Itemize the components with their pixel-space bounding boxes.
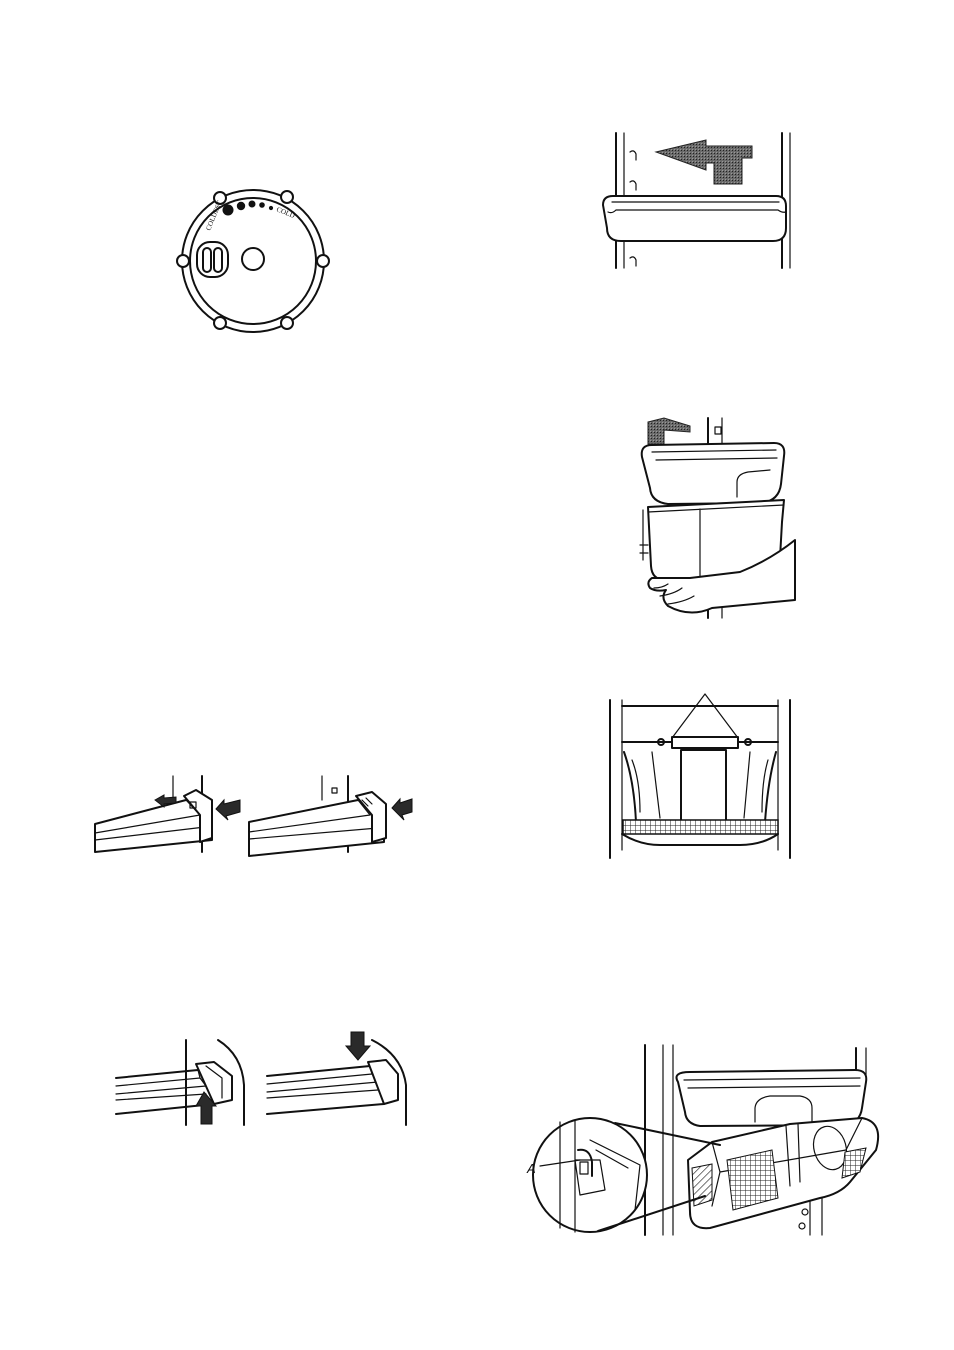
- shelf-endcap-removal-frame-1: [95, 776, 240, 852]
- door-shelf-removal-illustration: [603, 133, 790, 268]
- dial-center-hub: [242, 248, 264, 270]
- door-bin-detail-illustration: A: [526, 1045, 878, 1235]
- pull-out-arrow-icon: [656, 140, 752, 184]
- shelf-rail-install-frame-1: [116, 1040, 244, 1125]
- shelf-endcap-removal-frame-2: [249, 776, 412, 856]
- push-down-arrow-icon: [346, 1032, 370, 1060]
- door-shelf-tray: [603, 196, 786, 241]
- temperature-control-dial: COLDEST COLD: [177, 190, 329, 332]
- dispenser-housing-illustration: [610, 694, 790, 858]
- dial-label-cold: COLD: [275, 205, 296, 220]
- dial-label-coldest: COLDEST: [204, 199, 223, 232]
- callout-label-a: A: [526, 1161, 536, 1176]
- press-arrow-icon: [216, 800, 240, 820]
- dispenser-latch: [672, 737, 738, 748]
- magnified-detail-circle: [533, 1118, 647, 1232]
- dial-grip-slot: [197, 242, 228, 277]
- door-bin-removal-illustration: [640, 418, 795, 618]
- press-arrow-icon: [392, 799, 412, 820]
- drip-tray-grille: [623, 820, 778, 834]
- shelf-rail-install-frame-2: [267, 1032, 406, 1125]
- lift-arrow-icon: [648, 418, 690, 444]
